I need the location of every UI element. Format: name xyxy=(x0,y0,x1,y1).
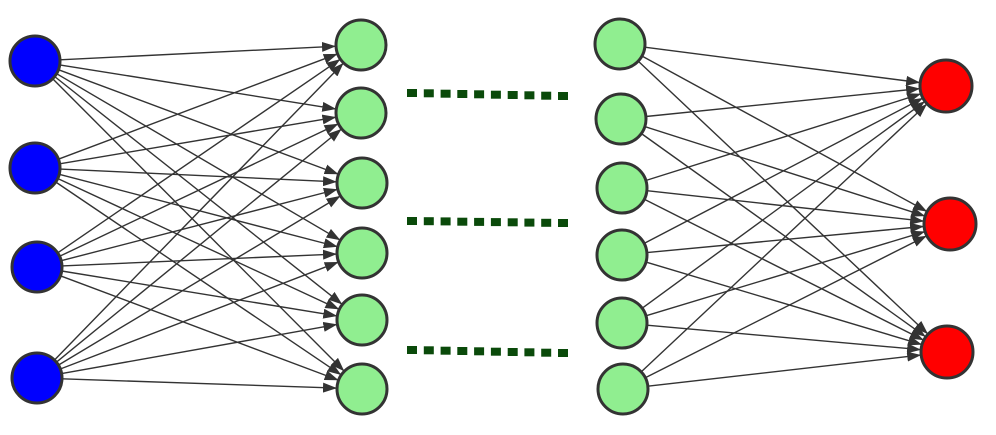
ellipsis-dot xyxy=(524,348,535,357)
edge-hidden-last-4-to-output-1 xyxy=(643,97,923,245)
edge-input-4-to-hidden-first-5 xyxy=(61,321,338,375)
hidden-last-node-2 xyxy=(594,92,648,146)
ellipsis-dot xyxy=(474,217,485,226)
edge-input-4-to-hidden-first-6 xyxy=(61,378,337,393)
ellipsis-group xyxy=(407,89,568,357)
edge-hidden-last-2-to-output-2 xyxy=(644,125,926,217)
ellipsis-dot xyxy=(407,217,417,225)
ellipsis-dot xyxy=(423,346,434,355)
ellipsis-dot xyxy=(541,218,552,227)
edge-hidden-last-2-to-output-1 xyxy=(645,85,921,118)
edge-hidden-last-1-to-output-2 xyxy=(641,55,928,212)
edge-hidden-last-1-to-output-3 xyxy=(637,60,929,335)
hidden-first-node-1 xyxy=(334,18,388,72)
hidden-last-node-5 xyxy=(595,296,649,350)
edge-input-3-to-hidden-first-1 xyxy=(57,59,341,254)
ellipsis-dot xyxy=(423,217,434,226)
ellipsis-dot xyxy=(457,347,468,355)
layer-hidden-first xyxy=(334,18,389,416)
edge-input-4-to-hidden-first-2 xyxy=(55,128,342,363)
layer-hidden-last xyxy=(593,17,650,416)
input-node-3 xyxy=(10,240,64,294)
input-node-2 xyxy=(8,141,62,195)
hidden-first-node-5 xyxy=(335,293,389,347)
ellipsis-dot xyxy=(440,346,451,355)
ellipsis-dot xyxy=(541,91,552,100)
edge-hidden-last-3-to-output-1 xyxy=(645,93,922,182)
ellipsis-dot xyxy=(474,347,485,356)
edge-hidden-last-5-to-output-2 xyxy=(645,230,926,317)
ellipsis-dot xyxy=(490,90,501,99)
layer-input xyxy=(8,34,64,405)
edge-hidden-last-3-to-output-3 xyxy=(643,198,924,341)
edge-hidden-last-5-to-output-1 xyxy=(641,101,926,309)
edge-input-2-to-hidden-first-1 xyxy=(58,53,338,160)
edge-hidden-last-3-to-output-2 xyxy=(646,190,925,225)
ellipsis-dot xyxy=(541,348,552,357)
edge-hidden-last-1-to-output-1 xyxy=(644,46,921,86)
hidden-last-node-3 xyxy=(595,161,649,215)
edge-hidden-last-6-to-output-2 xyxy=(644,235,927,379)
ellipsis-dot xyxy=(507,348,518,356)
edge-input-2-to-hidden-first-5 xyxy=(57,177,340,310)
edge-hidden-last-4-to-output-2 xyxy=(646,222,925,254)
edge-input-3-to-hidden-first-2 xyxy=(59,123,339,257)
ellipsis-dot xyxy=(490,218,501,227)
edge-input-1-to-hidden-first-1 xyxy=(59,41,336,61)
edge-hidden-last-6-to-output-1 xyxy=(640,103,928,373)
ellipsis-dot xyxy=(457,90,468,98)
hidden-first-node-3 xyxy=(335,156,389,210)
hidden-last-node-4 xyxy=(595,228,649,282)
edge-hidden-last-6-to-output-3 xyxy=(647,351,922,387)
ellipsis-dot xyxy=(507,218,518,227)
edge-hidden-last-4-to-output-3 xyxy=(645,261,923,346)
hidden-first-node-2 xyxy=(334,86,388,140)
output-node-1 xyxy=(918,58,974,114)
ellipsis-dot xyxy=(558,349,568,357)
edge-input-1-to-hidden-first-3 xyxy=(58,69,339,175)
ellipsis-dot xyxy=(457,217,468,226)
ellipsis-dot xyxy=(558,219,568,227)
hidden-first-node-4 xyxy=(335,226,389,280)
hidden-last-node-1 xyxy=(593,17,647,71)
ellipsis-dot xyxy=(524,91,535,100)
ellipsis-dot xyxy=(440,217,451,226)
edge-input-4-to-hidden-first-4 xyxy=(60,261,339,370)
ellipsis-dot xyxy=(407,346,417,354)
edge-input-2-to-hidden-first-2 xyxy=(59,114,337,165)
edge-input-1-to-hidden-first-2 xyxy=(59,64,337,112)
ellipsis-dot xyxy=(407,89,417,97)
edge-input-3-to-hidden-first-6 xyxy=(60,275,339,381)
input-node-1 xyxy=(8,34,62,88)
layer-output xyxy=(918,58,978,380)
ellipsis-row-1 xyxy=(407,89,568,100)
ellipsis-dot xyxy=(524,218,535,227)
ellipsis-dot xyxy=(490,347,501,356)
edge-input-2-to-hidden-first-6 xyxy=(55,181,342,375)
ellipsis-dot xyxy=(507,91,518,99)
edge-input-4-to-hidden-first-1 xyxy=(53,62,344,361)
edges-group xyxy=(52,41,929,393)
output-node-3 xyxy=(919,324,975,380)
ellipsis-dot xyxy=(474,90,485,99)
hidden-last-node-6 xyxy=(596,362,650,416)
input-node-4 xyxy=(10,351,64,405)
output-node-2 xyxy=(922,196,978,252)
edge-hidden-last-2-to-output-3 xyxy=(640,132,926,337)
ellipsis-dot xyxy=(440,89,451,98)
nodes-group xyxy=(8,17,978,416)
edge-input-3-to-hidden-first-4 xyxy=(61,249,337,267)
edge-input-2-to-hidden-first-3 xyxy=(59,168,337,187)
edge-input-3-to-hidden-first-5 xyxy=(61,270,338,319)
ellipsis-row-3 xyxy=(407,346,568,357)
hidden-first-node-6 xyxy=(335,362,389,416)
edge-hidden-last-5-to-output-3 xyxy=(646,324,922,354)
ellipsis-dot xyxy=(423,89,434,98)
ellipsis-row-2 xyxy=(407,217,568,227)
edge-input-4-to-hidden-first-3 xyxy=(58,195,341,366)
ellipsis-dot xyxy=(558,92,568,100)
edge-input-2-to-hidden-first-4 xyxy=(59,173,338,249)
edge-input-3-to-hidden-first-3 xyxy=(61,187,338,262)
